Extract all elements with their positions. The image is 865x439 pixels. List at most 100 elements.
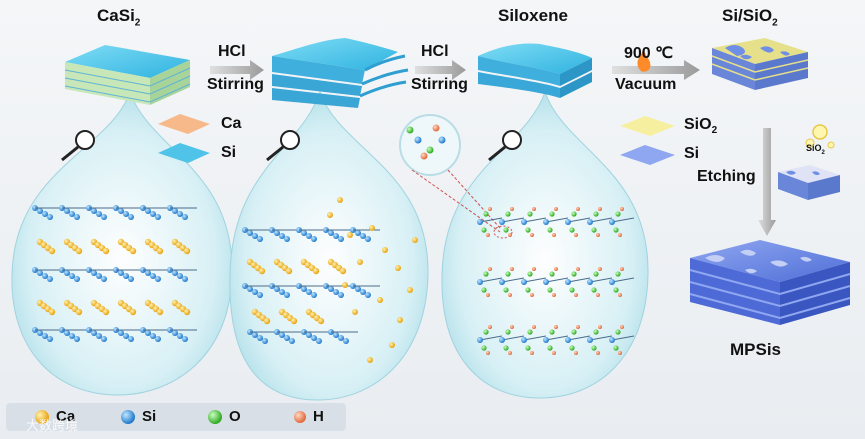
bond xyxy=(567,217,591,223)
magnifier-icon xyxy=(61,130,95,162)
si-atom xyxy=(64,330,70,336)
si-atom xyxy=(477,279,483,285)
sio2-bubble-tiny xyxy=(827,141,835,149)
si-atom xyxy=(172,330,178,336)
si-atom-label: Si xyxy=(142,408,157,425)
o-atom xyxy=(406,126,414,134)
si-atom xyxy=(182,214,188,220)
step1-condition: Stirring xyxy=(207,76,264,93)
h-atom xyxy=(530,233,534,237)
h-atom xyxy=(486,293,490,297)
si-atom xyxy=(301,286,307,292)
ca-atom xyxy=(382,247,388,253)
o-atom xyxy=(483,329,489,335)
h-atom xyxy=(598,267,602,271)
si-atom xyxy=(306,332,312,338)
si-atom xyxy=(274,286,280,292)
si-sheet-swatch xyxy=(620,145,675,165)
si-atom xyxy=(96,211,102,217)
ca-atom xyxy=(337,197,343,203)
bond xyxy=(545,217,569,223)
h-atom xyxy=(620,207,624,211)
si-atom xyxy=(257,236,263,242)
ca-atom xyxy=(407,287,413,293)
sio2-bubble-large xyxy=(812,124,828,140)
si-atom xyxy=(37,270,43,276)
si-atom xyxy=(64,270,70,276)
si-atom xyxy=(284,236,290,242)
o-atom xyxy=(613,345,619,351)
h-atom xyxy=(554,267,558,271)
bond xyxy=(501,335,525,341)
h-atom-icon xyxy=(294,411,306,423)
ca-atom xyxy=(156,247,164,255)
ca-atom xyxy=(327,212,333,218)
h-atom xyxy=(508,351,512,355)
si-atom xyxy=(123,333,129,339)
h-atom xyxy=(530,351,534,355)
zoom-guide-line xyxy=(411,169,501,233)
si-atom xyxy=(365,292,371,298)
si-atom xyxy=(155,214,161,220)
si-atom xyxy=(543,219,549,225)
si-atom xyxy=(145,270,151,276)
si-atom xyxy=(118,330,124,336)
o-atom xyxy=(613,227,619,233)
si-atom xyxy=(565,219,571,225)
si-atom xyxy=(521,337,527,343)
h-atom xyxy=(618,293,622,297)
o-atom xyxy=(549,329,555,335)
h-atom xyxy=(596,293,600,297)
h-atom xyxy=(532,267,536,271)
o-atom xyxy=(503,287,509,293)
h-atom xyxy=(510,267,514,271)
o-atom xyxy=(593,211,599,217)
si-atom xyxy=(150,273,156,279)
si-atom xyxy=(47,336,53,342)
si-atom xyxy=(252,332,258,338)
si-atom xyxy=(74,336,80,342)
ca-atom xyxy=(156,308,164,316)
stage-label-sisio2: Si/SiO2 xyxy=(722,6,778,29)
si-atom xyxy=(262,338,268,344)
ca-atom xyxy=(183,308,191,316)
si-atom xyxy=(306,289,312,295)
si-atom xyxy=(499,337,505,343)
ca-atom xyxy=(129,308,137,316)
siloxene-stack xyxy=(478,43,592,98)
o-atom xyxy=(569,227,575,233)
ca-atom xyxy=(48,247,56,255)
h-atom xyxy=(618,233,622,237)
si-atom xyxy=(306,233,312,239)
magnifier-icon xyxy=(266,130,300,162)
si-atom xyxy=(333,332,339,338)
si-atom xyxy=(145,208,151,214)
si-atom xyxy=(257,292,263,298)
si-atom xyxy=(37,330,43,336)
h-atom xyxy=(486,233,490,237)
o-atom xyxy=(481,287,487,293)
o-atom xyxy=(426,146,434,154)
si-atom xyxy=(587,279,593,285)
bond xyxy=(479,335,503,341)
bond xyxy=(589,217,613,223)
ca-atom xyxy=(129,247,137,255)
ca-atom xyxy=(258,267,266,275)
etching-stack xyxy=(778,165,840,200)
si-atom xyxy=(333,289,339,295)
o-atom xyxy=(481,345,487,351)
o-atom xyxy=(503,345,509,351)
si-atom xyxy=(74,214,80,220)
si-atom xyxy=(499,279,505,285)
h-atom xyxy=(508,293,512,297)
o-atom xyxy=(569,345,575,351)
flame-icon xyxy=(637,50,651,72)
si-atom xyxy=(69,273,75,279)
ca-atom xyxy=(395,265,401,271)
si-atom xyxy=(565,279,571,285)
ca-atom xyxy=(317,317,325,325)
o-atom xyxy=(593,271,599,277)
h-atom xyxy=(554,325,558,329)
si-atom xyxy=(252,289,258,295)
si-atom xyxy=(155,276,161,282)
